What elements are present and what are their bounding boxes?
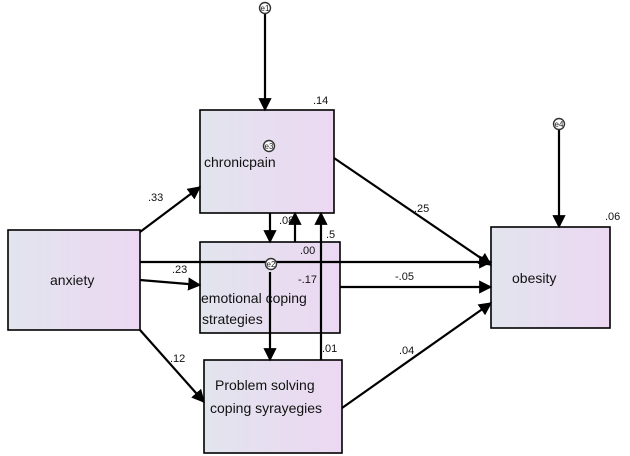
anxiety-node: [7, 229, 141, 331]
error-term-e4: [552, 117, 566, 131]
emotional-coping-label-line2: strategies: [202, 311, 263, 327]
edge-anxiety-problem: [139, 329, 205, 403]
error-e4-label: e4: [555, 120, 564, 129]
error-term-e2: [264, 257, 278, 271]
error-e3-label: e3: [265, 142, 274, 151]
coef-chronicpain-obesity: .25: [414, 203, 429, 215]
chronic-pain-node: [199, 109, 335, 214]
obesity-label: obesity: [512, 270, 556, 286]
coef-emotional-chronicpain: .5: [326, 229, 335, 241]
coef-chronicpain-emotional: .08: [279, 215, 294, 227]
coef-anxiety-problem: .12: [170, 353, 185, 365]
coef-anxiety-chronicpain: .33: [148, 192, 163, 204]
error-term-e3: [262, 139, 276, 153]
problem-solving-node: [203, 359, 343, 454]
problem-solving-label-line1: Problem solving: [215, 377, 315, 393]
coef-anxiety-emotional: .23: [172, 264, 187, 276]
problem-solving-label-line2: coping syrayegies: [210, 400, 322, 416]
coef-problem-obesity: .04: [399, 345, 414, 357]
anxiety-label: anxiety: [50, 272, 94, 288]
coef-problem-chronicpain: .01: [322, 343, 337, 355]
coef-anxiety-obesity: .00: [300, 245, 315, 257]
obesity-node: [490, 226, 611, 329]
emotional-coping-label-line1: emotional coping: [201, 290, 307, 306]
coef-emotional-obesity: -.05: [395, 271, 414, 283]
error-e1-label: e1: [261, 4, 270, 13]
coef-emotional-problem: -.17: [298, 274, 317, 286]
edge-problem-obesity: [341, 302, 493, 409]
error-term-e1: [258, 1, 272, 15]
edge-anxiety-emotional: [139, 277, 202, 291]
chronic-pain-label: chronicpain: [204, 154, 276, 170]
error-e2-label: e2: [267, 260, 276, 269]
edge-chronicpain-obesity: [333, 157, 493, 266]
obesity-r2: .06: [605, 211, 620, 223]
edge-anxiety-chronicpain: [139, 186, 202, 233]
chronic-pain-r2: .14: [313, 95, 328, 107]
